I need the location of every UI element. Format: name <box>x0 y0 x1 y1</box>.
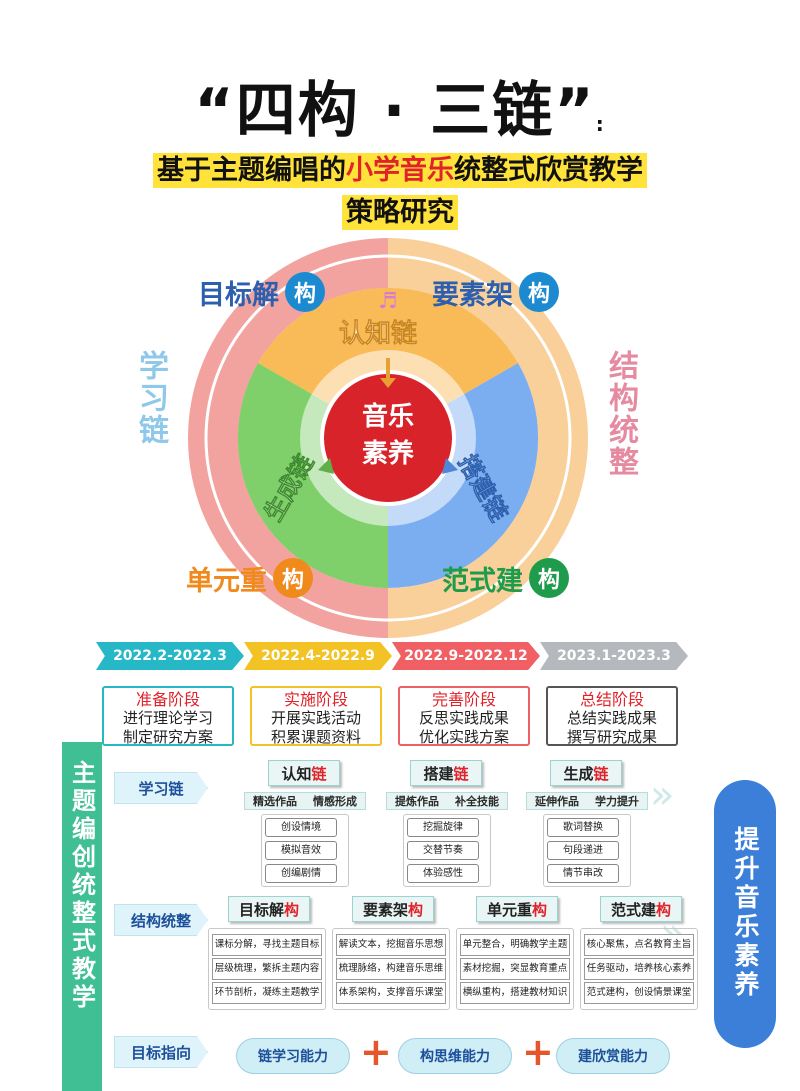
tab-header: 单元重构 <box>476 896 558 922</box>
list-item: 交替节奏 <box>407 841 479 860</box>
list-item: 课标分解，寻找主题目标 <box>212 934 322 956</box>
arrow-left-icon <box>318 458 334 474</box>
left-vertical-bar <box>62 742 102 1091</box>
corner-paradigm: 范式建构 <box>442 558 569 598</box>
right-vertical-title: 提升音乐素养 <box>731 826 760 1000</box>
list-item: 层级梳理，繁拆主题内容 <box>212 958 322 980</box>
timeline-period-3: 2022.9-2022.12 <box>392 642 540 670</box>
music-note-icon: ♬ <box>378 289 398 314</box>
learning-column-build: 搭建链 提炼作品补全技能 挖掘旋律 交替节奏 体验感性 <box>386 760 508 887</box>
tab-header: 搭建链 <box>410 760 482 786</box>
tab-header: 目标解构 <box>228 896 310 922</box>
tab-header: 生成链 <box>550 760 622 786</box>
right-vertical-label: 结构统整 <box>603 350 638 478</box>
phase-prepare: 准备阶段进行理论学习制定研究方案 <box>102 686 234 746</box>
list-item: 挖掘旋律 <box>407 818 479 837</box>
timeline-period-1: 2022.2-2022.3 <box>96 642 244 670</box>
learning-column-cognition: 认知链 精选作品情感形成 创设情境 模拟音效 创编剧情 <box>244 760 366 887</box>
center-text-2: 素养 <box>362 438 414 469</box>
learning-column-generate: 生成链 延伸作品学力提升 歌词替换 句段递进 情节串改 <box>526 760 648 887</box>
plus-icon: + <box>360 1030 392 1074</box>
list-item: 解读文本，挖掘音乐思想 <box>336 934 446 956</box>
left-vertical-title: 主题编创统整式教学 <box>67 760 96 1012</box>
subtitle: 基于主题编唱的小学音乐统整式欣赏教学 <box>0 148 800 188</box>
list-item: 梳理脉络，构建音乐思维 <box>336 958 446 980</box>
corner-elements: 要素架构 <box>432 272 559 312</box>
subtitle-line2: 策略研究 <box>0 190 800 230</box>
plus-icon: + <box>522 1030 554 1074</box>
list-item: 范式建构，创设情景课堂 <box>584 982 694 1004</box>
corner-target: 目标解构 <box>198 272 325 312</box>
arrow-right-icon <box>442 458 458 474</box>
list-item: 创编剧情 <box>265 864 337 883</box>
left-vertical-label: 学习链 <box>133 350 168 446</box>
target-pill-build: 建欣赏能力 <box>556 1038 670 1074</box>
row-label-learning: 学习链 <box>114 772 208 804</box>
list-item: 环节剖析，凝练主题教学 <box>212 982 322 1004</box>
phase-implement: 实施阶段开展实践活动积累课题资料 <box>250 686 382 746</box>
list-item: 创设情境 <box>265 818 337 837</box>
list-item: 核心聚焦，点名教育主旨 <box>584 934 694 956</box>
list-item: 体系架构，支撑音乐课堂 <box>336 982 446 1004</box>
list-item: 体验感性 <box>407 864 479 883</box>
corner-unit: 单元重构 <box>186 558 313 598</box>
list-item: 单元整合，明确教学主题 <box>460 934 570 956</box>
structure-column-paradigm: 范式建构 核心聚焦，点名教育主旨 任务驱动，培养核心素养 范式建构，创设情景课堂 <box>580 896 698 1010</box>
phase-summary: 总结阶段总结实践成果撰写研究成果 <box>546 686 678 746</box>
list-item: 模拟音效 <box>265 841 337 860</box>
phase-improve: 完善阶段反思实践成果优化实践方案 <box>398 686 530 746</box>
list-item: 横纵重构，搭建教材知识 <box>460 982 570 1004</box>
structure-column-elements: 要素架构 解读文本，挖掘音乐思想 梳理脉络，构建音乐思维 体系架构，支撑音乐课堂 <box>332 896 450 1010</box>
four-structure-wheel: 音乐 素养 认知链 生成链 搭建链 ♬ <box>188 238 588 638</box>
structure-column-target: 目标解构 课标分解，寻找主题目标 层级梳理，繁拆主题内容 环节剖析，凝练主题教学 <box>208 896 326 1010</box>
tab-header: 要素架构 <box>352 896 434 922</box>
timeline-period-4: 2023.1-2023.3 <box>540 642 688 670</box>
center-circle <box>320 370 456 506</box>
page-title: “四构 · 三链”: <box>194 76 606 146</box>
timeline-period-2: 2022.4-2022.9 <box>244 642 392 670</box>
right-vertical-ellipse <box>714 780 776 1048</box>
target-pill-structure: 构思维能力 <box>398 1038 512 1074</box>
tab-header: 认知链 <box>268 760 340 786</box>
list-item: 歌词替换 <box>547 818 619 837</box>
list-item: 句段递进 <box>547 841 619 860</box>
list-item: 任务驱动，培养核心素养 <box>584 958 694 980</box>
tab-header: 范式建构 <box>600 896 682 922</box>
structure-column-unit: 单元重构 单元整合，明确教学主题 素材挖掘，突显教育重点 横纵重构，搭建教材知识 <box>456 896 574 1010</box>
target-pill-chain: 链学习能力 <box>236 1038 350 1074</box>
list-item: 情节串改 <box>547 864 619 883</box>
list-item: 素材挖掘，突显教育重点 <box>460 958 570 980</box>
chevron-right-icon: » <box>650 772 675 818</box>
row-label-structure: 结构统整 <box>114 904 208 936</box>
chain-top: 认知链 <box>339 318 417 349</box>
center-text-1: 音乐 <box>362 401 414 432</box>
row-label-target: 目标指向 <box>114 1036 208 1068</box>
